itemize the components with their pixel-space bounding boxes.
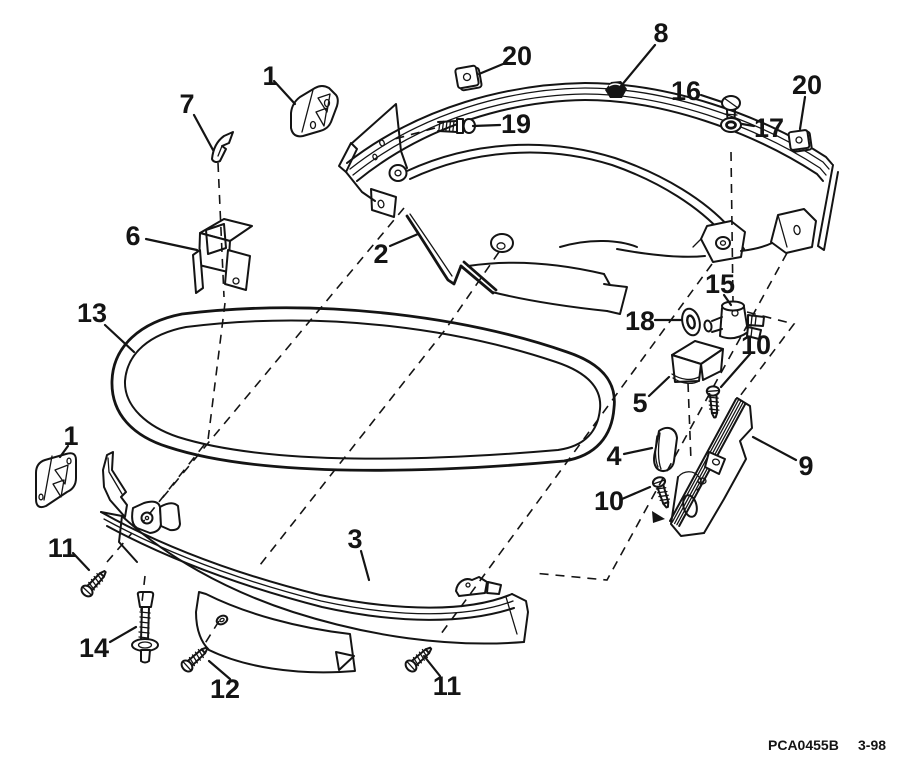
callout-leader-7 [192, 113, 215, 152]
part-10-screw-upper [705, 384, 723, 419]
callout-leader-10 [620, 485, 652, 501]
callout-label-1: 1 [262, 61, 277, 91]
left-blade-bracket [102, 451, 128, 518]
figure-part-code: PCA0455B [768, 737, 839, 753]
callout-leader-19 [471, 123, 502, 128]
callout-leader-20 [798, 95, 807, 131]
grommet-pin [490, 233, 514, 253]
callout-leader-17 [740, 122, 756, 128]
part-4-pad [653, 426, 678, 472]
callout-label-20: 20 [792, 70, 822, 100]
callout-label-16: 16 [671, 76, 701, 106]
callout-leader-14 [108, 625, 138, 644]
part-20-square-nut-left [454, 64, 483, 92]
callout-label-11: 11 [433, 671, 462, 701]
part-3-lower-cover [100, 451, 529, 674]
callout-leader-16 [699, 93, 724, 104]
part-13-seal [110, 306, 616, 472]
callout-leader-1 [272, 79, 297, 106]
cover-latch-boss [692, 220, 746, 263]
callout-label-15: 15 [705, 269, 735, 299]
part-1-mount-top [290, 85, 339, 138]
callout-label-3: 3 [347, 524, 362, 554]
part-20-square-nut-right [787, 129, 813, 153]
callout-label-11: 11 [48, 533, 77, 563]
callout-leader-11 [422, 654, 442, 678]
callout-label-2: 2 [373, 239, 388, 269]
callout-leader-1 [58, 444, 70, 459]
part-9-side-bracket [652, 397, 753, 537]
part-19-bolt [437, 118, 476, 134]
callout-label-5: 5 [632, 388, 647, 418]
callout-label-9: 9 [798, 451, 813, 481]
part-1-mount-left [35, 452, 77, 509]
callout-label-19: 19 [501, 109, 531, 139]
assembly-dashed-lines [106, 127, 796, 646]
part-7-clip [211, 131, 234, 164]
part-12-screw [178, 642, 212, 675]
lower-left-latch [131, 500, 181, 534]
callout-leader-9 [751, 435, 798, 462]
callout-label-1: 1 [63, 421, 78, 451]
lower-right-latch [455, 576, 502, 597]
part-5-clip-bracket [671, 340, 724, 385]
callout-label-12: 12 [210, 674, 240, 704]
callout-leader-8 [619, 43, 657, 88]
cover-left-notch [338, 142, 358, 173]
callout-label-4: 4 [606, 441, 621, 471]
callout-label-13: 13 [77, 298, 107, 328]
cover-right-tip [511, 593, 529, 643]
figure-date-code: 3-98 [858, 737, 886, 753]
cover-liner-flap [467, 261, 628, 315]
part-17-washer [720, 117, 742, 133]
part-6-latch-keeper [192, 218, 253, 294]
callout-leader-12 [207, 659, 232, 681]
callout-leader-6 [144, 237, 199, 252]
callout-leader-10 [719, 352, 752, 389]
part-14-shoulder-bolt [131, 591, 159, 664]
part-2-upper-cover [338, 82, 839, 315]
callout-leader-13 [103, 323, 136, 354]
callout-leader-2 [388, 232, 420, 248]
part-11-screw-right [402, 642, 436, 675]
latch-boss-hole [388, 164, 408, 182]
lower-cover-flap [195, 591, 356, 674]
part-18-grommet [681, 307, 701, 337]
callout-leader-3 [359, 549, 371, 582]
callout-leader-15 [722, 293, 733, 307]
callout-label-10: 10 [741, 330, 771, 360]
callout-label-14: 14 [79, 633, 109, 663]
callout-label-7: 7 [179, 89, 194, 119]
callout-leader-20 [477, 62, 505, 76]
callout-label-10: 10 [594, 486, 624, 516]
flap-screw-hole [215, 614, 229, 626]
callout-leader-11 [71, 551, 91, 572]
part-11-screw-left [78, 566, 111, 600]
callout-label-17: 17 [754, 113, 784, 143]
callout-label-6: 6 [125, 221, 140, 251]
callout-leader-5 [647, 375, 671, 398]
callout-label-8: 8 [653, 18, 668, 48]
callout-label-18: 18 [625, 306, 655, 336]
callout-label-20: 20 [502, 41, 532, 71]
callout-leader-4 [622, 446, 654, 456]
cover-corner-bracket [770, 208, 817, 254]
